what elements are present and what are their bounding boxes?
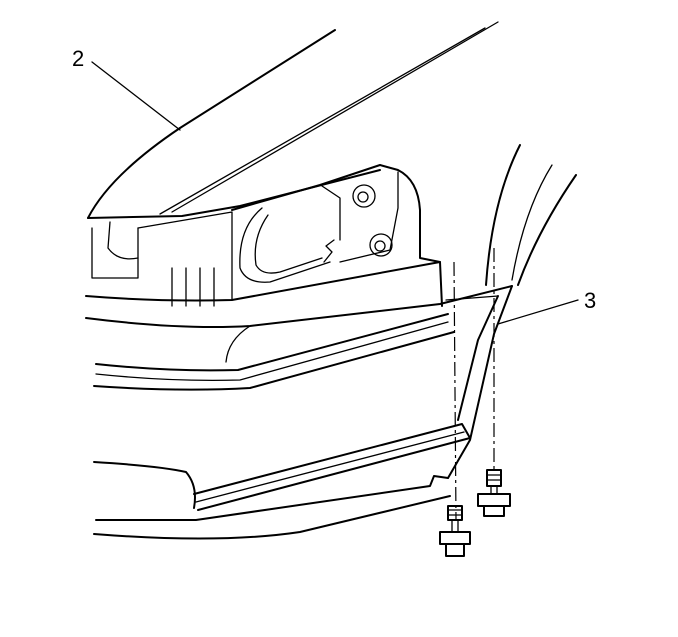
callout-2: 2	[72, 46, 84, 71]
hood	[87, 21, 499, 219]
screw-right	[477, 469, 511, 517]
callout-3: 3	[584, 288, 596, 313]
headlamp-area	[91, 211, 233, 307]
screw-left	[439, 505, 471, 557]
bumper-fascia	[85, 261, 513, 540]
fender	[485, 144, 577, 286]
mounting-bracket	[231, 164, 443, 307]
callout-leaders	[91, 61, 579, 325]
alignment-lines	[453, 248, 495, 521]
